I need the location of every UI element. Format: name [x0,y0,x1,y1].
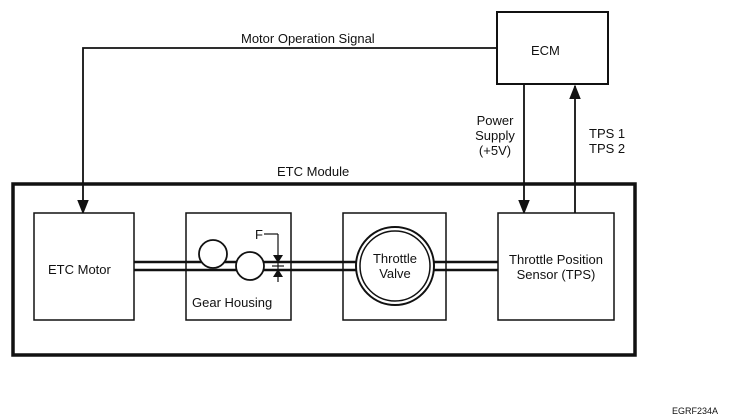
throttle-disc-outer [355,226,435,306]
etc-module-box [11,182,637,357]
motor-signal-line [77,47,497,215]
power-supply-label: Power Supply (+5V) [455,113,535,158]
tps-label: Throttle Position Sensor (TPS) [498,252,614,282]
power-supply-line-2: Supply [475,128,515,143]
tps-box [497,212,615,321]
etc-module-label: ETC Module [277,164,350,179]
gear-2 [235,251,265,281]
figure-code: EGRF234A [672,406,719,416]
ecm-box [496,11,609,85]
tps-1-label: TPS 1 [589,126,626,141]
tps-2-label: TPS 2 [589,141,626,156]
throttle-disc-inner [359,230,431,302]
tps-line-1: Throttle Position [509,252,603,267]
throttle-valve-line-1: Throttle [372,251,418,266]
gear-housing-label: Gear Housing [192,295,273,310]
ecm-label: ECM [531,43,560,58]
throttle-valve-line-2: Valve [379,266,411,281]
etc-motor-label: ETC Motor [48,262,111,277]
tps-line-2: Sensor (TPS) [516,267,596,282]
force-label: F [255,227,263,242]
gear-1 [198,239,228,269]
tps-signals-label: TPS 1 TPS 2 [589,126,625,156]
etc-motor-box [33,212,135,321]
power-supply-line-3: (+5V) [478,143,512,158]
power-supply-line-1: Power [476,113,514,128]
throttle-valve-label: Throttle Valve [355,251,435,281]
motor-signal-label: Motor Operation Signal [241,31,375,46]
force-arrow-up [273,269,283,277]
force-arrow-down [273,255,283,263]
